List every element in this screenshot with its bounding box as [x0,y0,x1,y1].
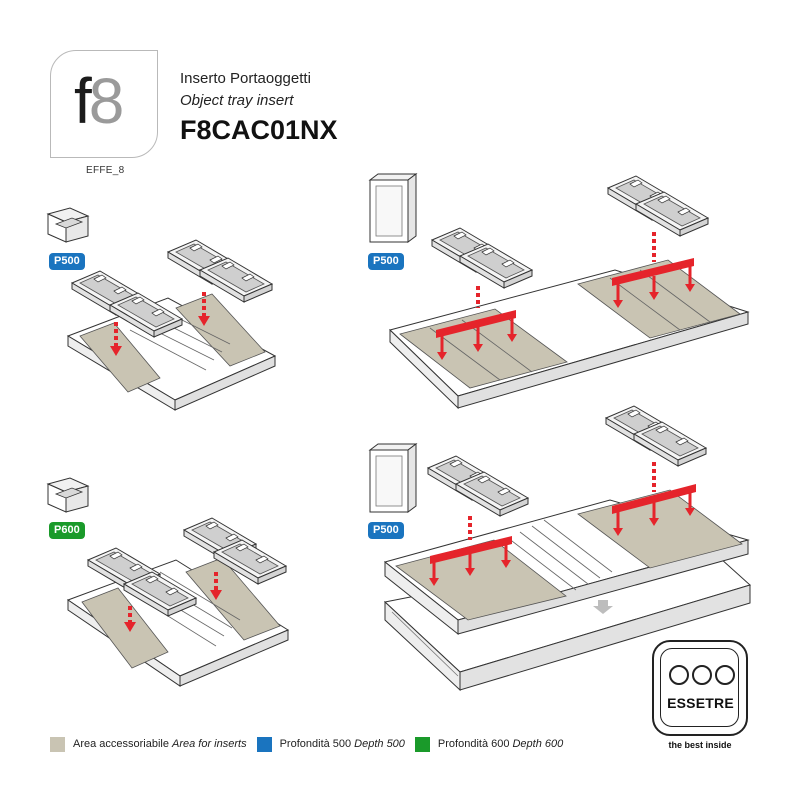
essetre-logo: ESSETRE [652,640,748,736]
title-english: Object tray insert [180,92,294,109]
badge-p600: P600 [49,522,85,539]
small-drawer-icon-bottom [47,477,89,513]
essetre-logo-inner: ESSETRE [660,648,739,727]
legend-area-label: Area accessoriabile [73,738,169,750]
badge-p500: P500 [49,253,85,270]
product-code: F8CAC01NX [180,115,338,145]
insert-arrows-bottom-right [429,462,696,586]
f8-logo-frame [50,50,158,158]
f8-logo: f8 [74,65,125,137]
insert-arrows-bottom-left [124,572,222,632]
depth-600-swatch [414,736,430,752]
legend-area-label-en: Area for inserts [172,738,247,750]
legend-depth600-label: Profondità 600 [437,738,510,750]
tall-cabinet-icon-bottom [369,443,417,513]
legend: Area accessoriabile Area for inserts Pro… [50,736,573,752]
legend-depth-500: Profondità 500 Depth 500 [256,736,405,752]
legend-area: Area accessoriabile Area for inserts [50,736,247,752]
legend-depth-600: Profondità 600 Depth 600 [414,736,564,752]
depth-500-swatch [256,736,272,752]
area-swatch [50,736,65,752]
badge-p500: P500 [368,522,404,539]
legend-depth500-label: Profondità 500 [279,738,352,750]
small-drawer-icon-top [47,207,89,243]
logo-circles [669,665,735,685]
brand-tagline: the best inside [668,740,732,750]
insert-arrows-top-left [110,292,210,356]
legend-depth600-label-en: Depth 600 [512,738,564,750]
brand-code: EFFE_8 [86,165,125,176]
legend-depth500-label-en: Depth 500 [354,738,405,750]
insert-arrows-top-right [436,232,695,360]
logo-f: f [74,65,92,137]
drawer-top-left [66,293,277,411]
brand-name: ESSETRE [667,695,734,711]
badge-p500: P500 [368,253,404,270]
tall-cabinet-icon-top [369,173,417,243]
title-italian: Inserto Portaoggetti [180,70,311,87]
logo-8: 8 [88,65,125,137]
drawer-bottom-left [66,557,290,687]
